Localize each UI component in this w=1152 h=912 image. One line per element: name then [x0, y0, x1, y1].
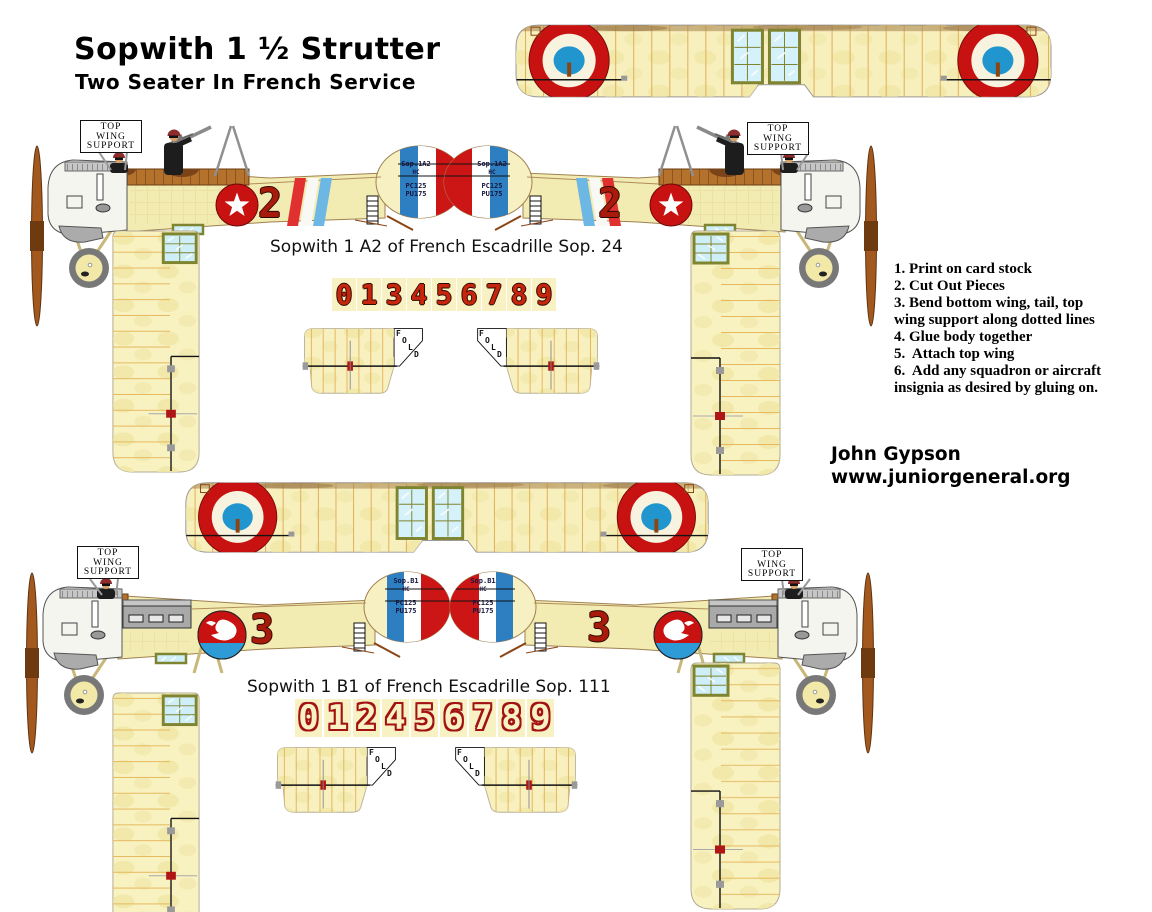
fold-label: F O L D [369, 748, 392, 778]
lower-wing-strip-plane1-right [688, 228, 783, 478]
page-title: Sopwith 1 ½ Strutter [74, 32, 441, 67]
tail-markings-plane2-right: Sop.B1 HC PC125 PU175 [470, 577, 496, 615]
decal-digit: 7 [482, 278, 506, 311]
top-wing-support-sign: TOP WING SUPPORT [741, 548, 803, 581]
fold-label: F O L D [396, 329, 419, 359]
decal-digit: 5 [411, 698, 438, 738]
top-wing-piece-plane1 [507, 13, 1060, 106]
lower-wing-strip-plane1-left [110, 228, 202, 475]
tail-markings-plane1-left: Sop.1A2 HC PC125 PU175 [401, 160, 431, 198]
decal-digit: 2 [353, 698, 380, 738]
fuselage-number-plane1-left: 2 [258, 181, 283, 227]
top-wing-support-sign: TOP WING SUPPORT [747, 122, 809, 155]
instructions-list: 1. Print on card stock 2. Cut Out Pieces… [894, 261, 1102, 396]
decal-digit: 5 [432, 278, 456, 311]
author-name: John Gypson [831, 444, 961, 465]
credit-block: John Gypson www.juniorgeneral.org [831, 443, 1071, 489]
number-decals-plane2: 0 1 2 4 5 6 7 8 9 [295, 698, 554, 738]
decal-digit: 4 [382, 698, 409, 738]
decal-digit: 7 [469, 698, 496, 738]
decal-digit: 0 [295, 698, 322, 738]
lower-wing-strip-plane2-left [110, 690, 202, 912]
website-url: www.juniorgeneral.org [831, 467, 1071, 488]
tail-markings-plane1-right: Sop.1A2 HC PC125 PU175 [477, 160, 507, 198]
decal-digit: 1 [324, 698, 351, 738]
number-decals-plane1: 0 1 3 4 5 6 7 8 9 [332, 278, 556, 311]
decal-digit: 3 [382, 278, 406, 311]
decal-digit: 1 [357, 278, 381, 311]
tail-markings-plane2-left: Sop.B1 HC PC125 PU175 [393, 577, 419, 615]
decal-digit: 6 [440, 698, 467, 738]
decal-digit: 8 [498, 698, 525, 738]
top-wing-support-sign: TOP WING SUPPORT [77, 546, 139, 579]
fuselage-number-plane2-right: 3 [587, 605, 612, 651]
caption-plane2: Sopwith 1 B1 of French Escadrille Sop. 1… [247, 677, 611, 697]
decal-digit: 8 [507, 278, 531, 311]
decal-digit: 9 [532, 278, 556, 311]
decal-digit: 9 [527, 698, 554, 738]
page-subtitle: Two Seater In French Service [75, 70, 416, 94]
fuselage-number-plane2-left: 3 [250, 607, 275, 653]
fuselage-number-plane1-right: 2 [598, 181, 623, 227]
decal-digit: 6 [457, 278, 481, 311]
top-wing-support-sign: TOP WING SUPPORT [80, 120, 142, 153]
decal-digit: 0 [332, 278, 356, 311]
fold-label: F O L D [479, 329, 502, 359]
caption-plane1: Sopwith 1 A2 of French Escadrille Sop. 2… [270, 237, 623, 257]
lower-wing-strip-plane2-right [688, 660, 783, 912]
fold-label: F O L D [457, 748, 480, 778]
decal-digit: 4 [407, 278, 431, 311]
